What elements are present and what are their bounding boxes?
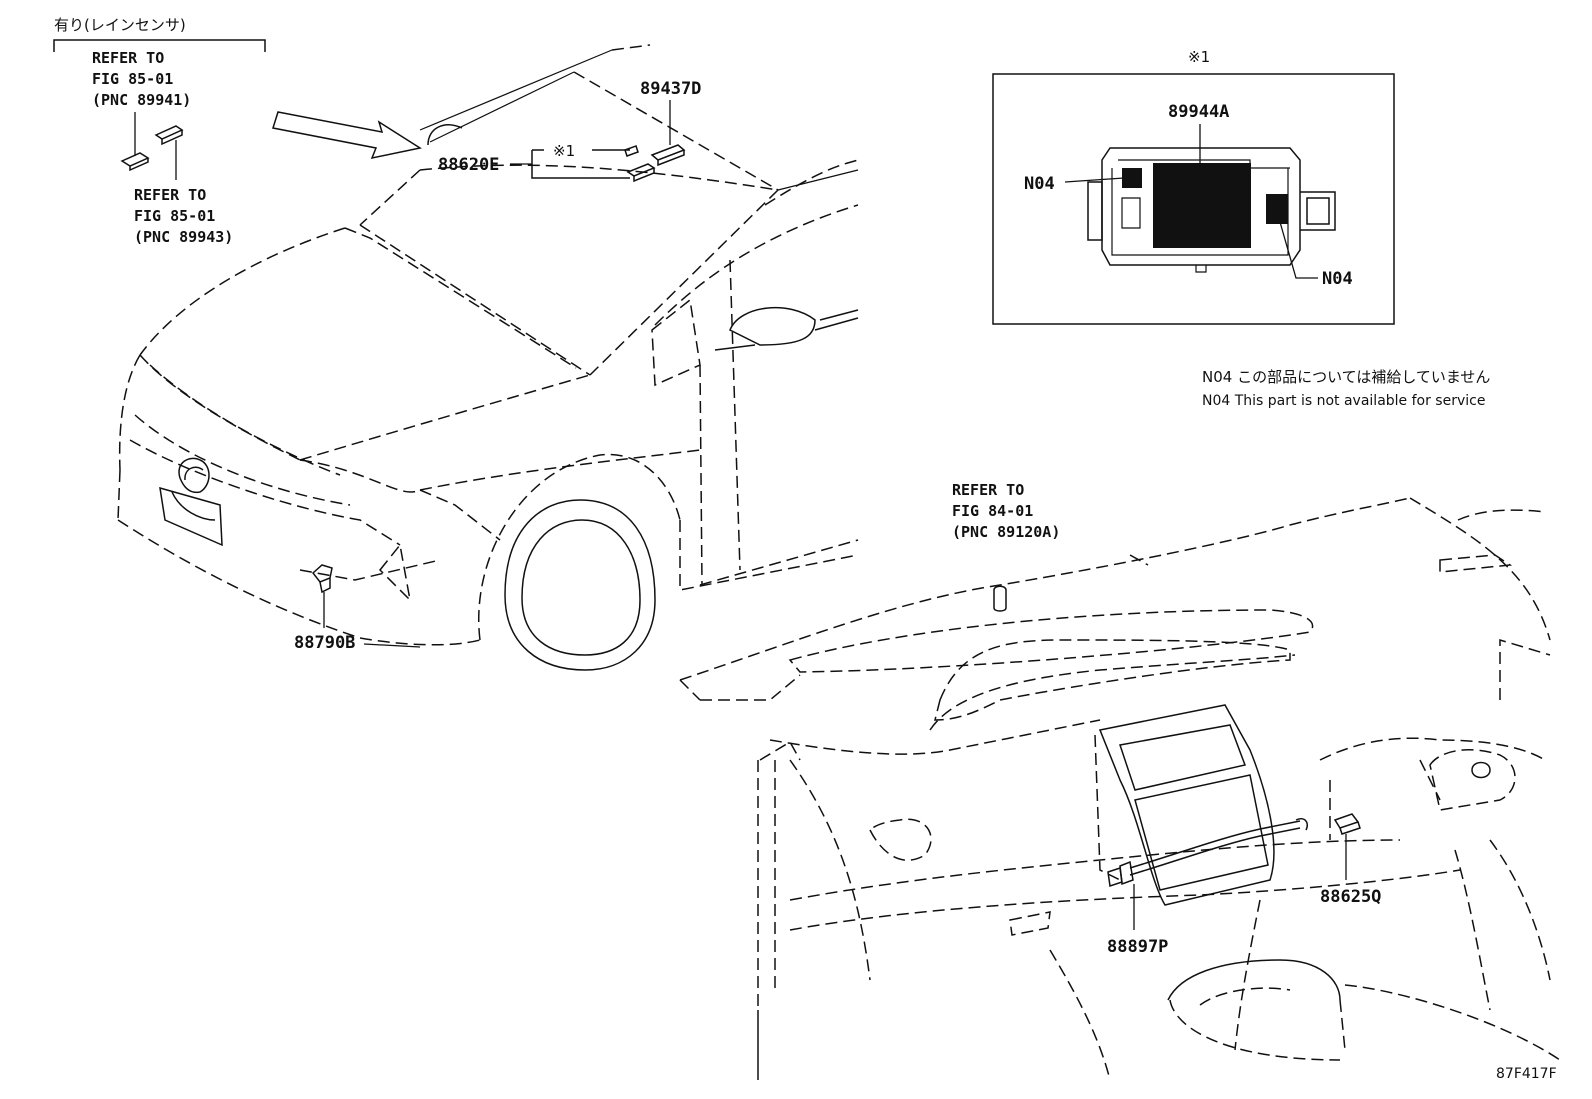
detail-box-title: ※1 [1188, 48, 1210, 66]
sensor-88790b-icon [311, 564, 333, 594]
n04-left-chip [1122, 168, 1142, 188]
car-front-illustration [117, 44, 859, 671]
sensor-module-detail [1087, 147, 1336, 273]
ref-line-1: REFER TO [952, 481, 1024, 499]
sensor-chip [1153, 163, 1251, 248]
ref-line-3: (PNC 89941) [92, 91, 191, 109]
part-89944a-label[interactable]: 89944A [1168, 102, 1229, 122]
detail-marker-car: ※1 [553, 142, 575, 160]
sensor-88620e-icon [624, 145, 656, 183]
connector-88625q-icon [1333, 813, 1361, 835]
ref-85-89941[interactable]: REFER TO FIG 85-01 (PNC 89941) [92, 49, 191, 109]
n04-note-en: N04 This part is not available for servi… [1202, 393, 1485, 409]
direction-arrow [272, 111, 422, 160]
dashboard-illustration [679, 497, 1561, 1081]
hose-88897p-icon [1107, 818, 1308, 887]
header-note-group: 有り(レインセンサ) [53, 16, 266, 52]
ref-line-3: (PNC 89943) [134, 228, 233, 246]
n04-right-chip [1266, 194, 1288, 224]
sensor-part-89943-icon [154, 125, 184, 180]
ref-line-2: FIG 84-01 [952, 502, 1033, 520]
sensor-89120a-icon [993, 585, 1007, 612]
detail-box [992, 73, 1395, 325]
part-89437d-label[interactable]: 89437D [640, 79, 701, 99]
ref-line-3: (PNC 89120A) [952, 523, 1060, 541]
header-bracket [53, 39, 266, 52]
ref-85-89943[interactable]: REFER TO FIG 85-01 (PNC 89943) [134, 186, 233, 246]
sensor-part-89941-icon [120, 112, 150, 172]
sensor-89437d-icon [650, 144, 686, 167]
header-note: 有り(レインセンサ) [54, 16, 186, 34]
part-88897p-label[interactable]: 88897P [1107, 937, 1168, 957]
part-88625q-label[interactable]: 88625Q [1320, 887, 1381, 907]
n04-left-label[interactable]: N04 [1024, 174, 1055, 194]
ref-line-2: FIG 85-01 [134, 207, 215, 225]
n04-right-label[interactable]: N04 [1322, 269, 1353, 289]
detail-bracket [531, 150, 630, 179]
ref-84-89120a[interactable]: REFER TO FIG 84-01 (PNC 89120A) [952, 481, 1060, 541]
part-88620e-label[interactable]: 88620E [438, 155, 499, 175]
part-88790b-label[interactable]: 88790B [294, 633, 355, 653]
figure-code: 87F417F [1496, 1066, 1557, 1082]
ref-line-1: REFER TO [92, 49, 164, 67]
ref-line-1: REFER TO [134, 186, 206, 204]
n04-note-jp: N04 この部品については補給していません [1202, 368, 1490, 386]
ref-line-2: FIG 85-01 [92, 70, 173, 88]
